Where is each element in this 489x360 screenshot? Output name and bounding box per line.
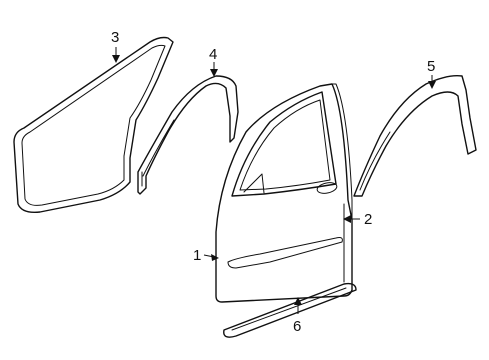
lower-rocker-molding bbox=[223, 282, 357, 338]
callout-5: 5 bbox=[427, 58, 436, 89]
front-door-frame-molding bbox=[137, 75, 239, 195]
callout-3: 3 bbox=[111, 29, 120, 63]
rear-door-frame-molding bbox=[353, 74, 477, 197]
callout-label-1: 1 bbox=[193, 247, 201, 264]
callout-6: 6 bbox=[293, 297, 302, 335]
callout-4: 4 bbox=[209, 46, 218, 77]
front-door-shell bbox=[215, 83, 353, 303]
callout-label-5: 5 bbox=[427, 58, 435, 75]
callout-label-3: 3 bbox=[111, 29, 119, 46]
callout-label-6: 6 bbox=[293, 318, 301, 335]
door-opening-weatherstrip bbox=[13, 36, 174, 214]
callout-label-4: 4 bbox=[209, 46, 217, 63]
callout-1: 1 bbox=[193, 247, 219, 264]
callout-label-2: 2 bbox=[364, 211, 372, 228]
callout-2: 2 bbox=[343, 211, 372, 228]
